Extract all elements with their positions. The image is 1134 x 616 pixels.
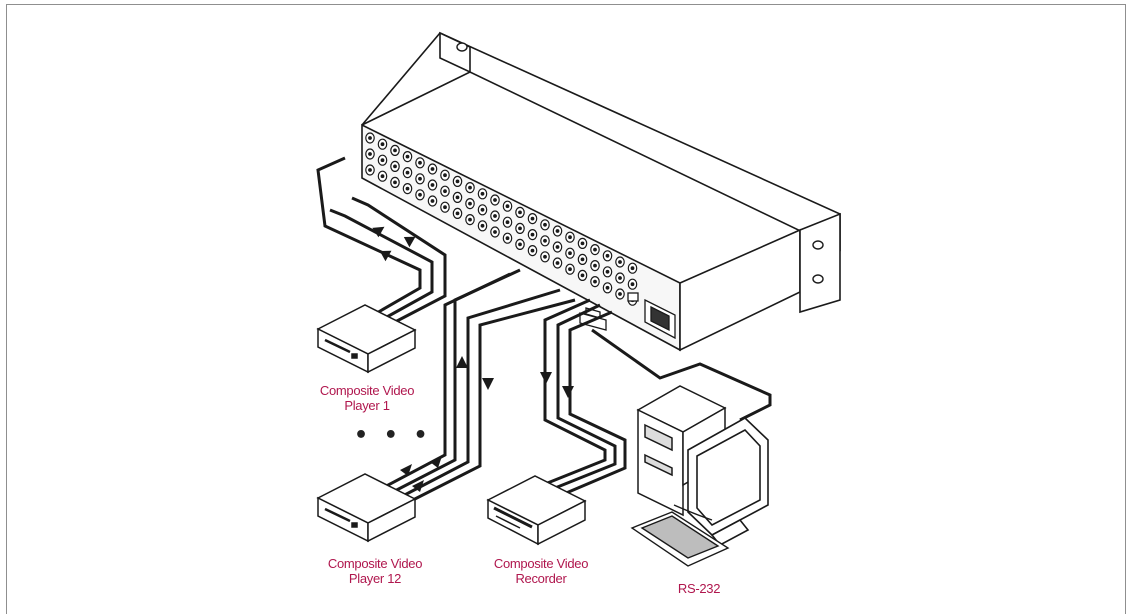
player-12-device [316, 473, 417, 543]
bnc-pin [468, 185, 472, 190]
bnc-pin [630, 266, 635, 271]
bnc-pin [593, 263, 597, 268]
player-12-label: Composite Video Player 12 [327, 556, 423, 586]
bnc-connector-row [365, 132, 638, 306]
bnc-pin [505, 220, 510, 225]
bnc-pin [480, 207, 485, 212]
bnc-pin [555, 229, 560, 233]
recorder-device [486, 475, 587, 546]
player-1-label: Composite Video Player 1 [319, 383, 415, 413]
direction-arrows [372, 226, 574, 492]
bnc-pin [618, 292, 622, 296]
rack-ear-holes [456, 42, 824, 284]
bnc-pin [418, 176, 422, 181]
bnc-pin [368, 152, 372, 156]
bnc-pin [593, 247, 597, 252]
bnc-pin [580, 241, 585, 246]
bnc-pin [380, 158, 385, 163]
bnc-pin [430, 167, 435, 171]
bnc-pin [555, 245, 560, 249]
bnc-pin [455, 195, 460, 200]
bnc-pin [505, 236, 510, 241]
bnc-pin [393, 164, 397, 169]
bnc-pin [368, 168, 372, 172]
switcher-unit [361, 31, 841, 352]
keyboard-icon [630, 504, 730, 567]
bnc-pin [605, 253, 610, 258]
bnc-pin [505, 204, 510, 209]
bnc-pin [393, 148, 397, 153]
bnc-pin [405, 186, 410, 191]
bnc-pin [518, 242, 522, 247]
cables [316, 156, 772, 506]
bnc-pin [368, 136, 372, 140]
bnc-pin [543, 222, 547, 227]
monitor-icon [687, 417, 769, 547]
bnc-pin [630, 282, 635, 287]
bnc-pin [493, 214, 497, 218]
bnc-pin [455, 211, 460, 216]
player-1-device [316, 304, 417, 374]
bnc-pin [493, 198, 497, 202]
bnc-pin [430, 199, 435, 203]
bnc-pin [380, 142, 385, 147]
bnc-pin [580, 257, 585, 262]
bnc-pin [568, 267, 572, 272]
bnc-pin [468, 201, 472, 206]
bnc-pin [468, 217, 472, 222]
bnc-pin [543, 238, 547, 243]
figure-frame [6, 4, 1126, 614]
bnc-pin [443, 173, 447, 178]
bnc-pin [380, 174, 385, 179]
bnc-pin [593, 279, 597, 284]
bnc-pin [618, 276, 622, 280]
bnc-pin [543, 254, 547, 259]
bnc-pin [455, 179, 460, 184]
bnc-pin [618, 260, 622, 264]
more-players-ellipsis: • • • [354, 423, 432, 448]
bnc-pin [430, 183, 435, 187]
bnc-pin [480, 191, 485, 196]
bnc-pin [480, 223, 485, 228]
bnc-pin [493, 230, 497, 234]
rs232-label: RS-232 [677, 581, 721, 596]
bnc-pin [418, 192, 422, 197]
bnc-pin [530, 248, 535, 253]
bnc-pin [568, 235, 572, 240]
bnc-pin [530, 232, 535, 237]
bnc-pin [393, 180, 397, 185]
bnc-pin [530, 216, 535, 221]
bnc-pin [605, 269, 610, 274]
bnc-pin [568, 251, 572, 256]
recorder-label: Composite Video Recorder [493, 556, 589, 586]
bnc-pin [405, 154, 410, 159]
bnc-pin [580, 273, 585, 278]
bnc-pin [405, 170, 410, 175]
bnc-pin [418, 160, 422, 165]
bnc-pin [555, 261, 560, 265]
bnc-pin [518, 210, 522, 215]
power-inlet [627, 292, 676, 340]
bnc-pin [443, 205, 447, 210]
bnc-pin [443, 189, 447, 194]
bnc-pin [605, 285, 610, 290]
bnc-pin [518, 226, 522, 231]
